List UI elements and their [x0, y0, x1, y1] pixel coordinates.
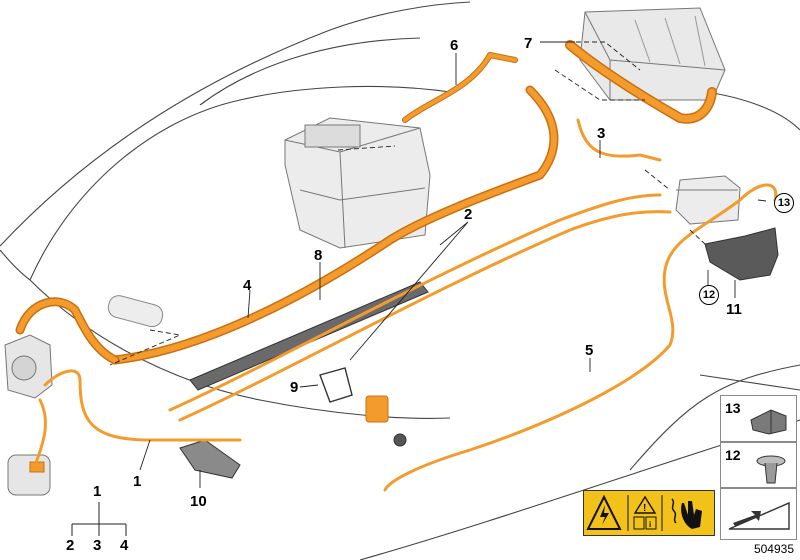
callout-8: 8 — [314, 247, 323, 264]
legend-item-13: 13 — [720, 395, 797, 442]
callout-3: 3 — [597, 125, 606, 142]
electric-motor-front — [4, 334, 53, 399]
callout-6: 6 — [450, 37, 459, 54]
legend-number: 13 — [725, 400, 741, 416]
hierarchy-child-4: 4 — [120, 537, 129, 554]
callout-7: 7 — [524, 35, 533, 52]
wedge-arrow-icon — [728, 501, 790, 530]
reference-number: 504935 — [753, 542, 794, 556]
hierarchy-parent: 1 — [93, 483, 102, 500]
no-hand-touch-icon — [671, 498, 702, 529]
warning-triangle-icon: ! — [633, 495, 657, 514]
bracket-part — [179, 439, 241, 479]
callout-11: 11 — [726, 301, 742, 318]
callout-4: 4 — [243, 277, 252, 294]
push-rivet-icon — [756, 455, 786, 484]
charging-socket — [365, 395, 407, 447]
coolant-reservoir — [107, 295, 164, 328]
legend-item-12: 12 — [720, 442, 797, 488]
callout-10: 10 — [190, 493, 207, 510]
converter-unit — [675, 175, 741, 225]
hierarchy-child-2: 2 — [66, 537, 75, 554]
callout-leaders — [139, 41, 767, 488]
callout-5: 5 — [585, 342, 594, 359]
hierarchy-child-3: 3 — [93, 537, 102, 554]
hv-cables — [15, 40, 778, 492]
high-voltage-battery — [579, 7, 726, 101]
power-electronics-housing — [284, 117, 431, 249]
manual-info-icon: i — [633, 516, 657, 530]
warning-label-icons: ! i — [586, 494, 702, 531]
warning-label: ! i — [583, 490, 715, 536]
dashed-leaders — [109, 41, 706, 366]
svg-text:!: ! — [643, 503, 646, 514]
clip-bracket-icon — [750, 409, 787, 435]
hierarchy-lines — [71, 502, 127, 536]
legend-number: 12 — [725, 447, 741, 463]
callout-13: 13 — [774, 193, 794, 213]
svg-text:i: i — [649, 520, 651, 529]
legend-item-wedge — [720, 488, 797, 540]
callout-9: 9 — [290, 379, 299, 396]
callout-1: 1 — [133, 473, 142, 490]
holder-part — [319, 367, 353, 403]
callout-2: 2 — [464, 206, 473, 223]
cover-plate — [704, 227, 779, 281]
cable-channel-rail — [189, 281, 429, 391]
ac-compressor — [7, 454, 51, 496]
high-voltage-warning-icon — [586, 494, 622, 530]
callout-12: 12 — [699, 285, 719, 305]
